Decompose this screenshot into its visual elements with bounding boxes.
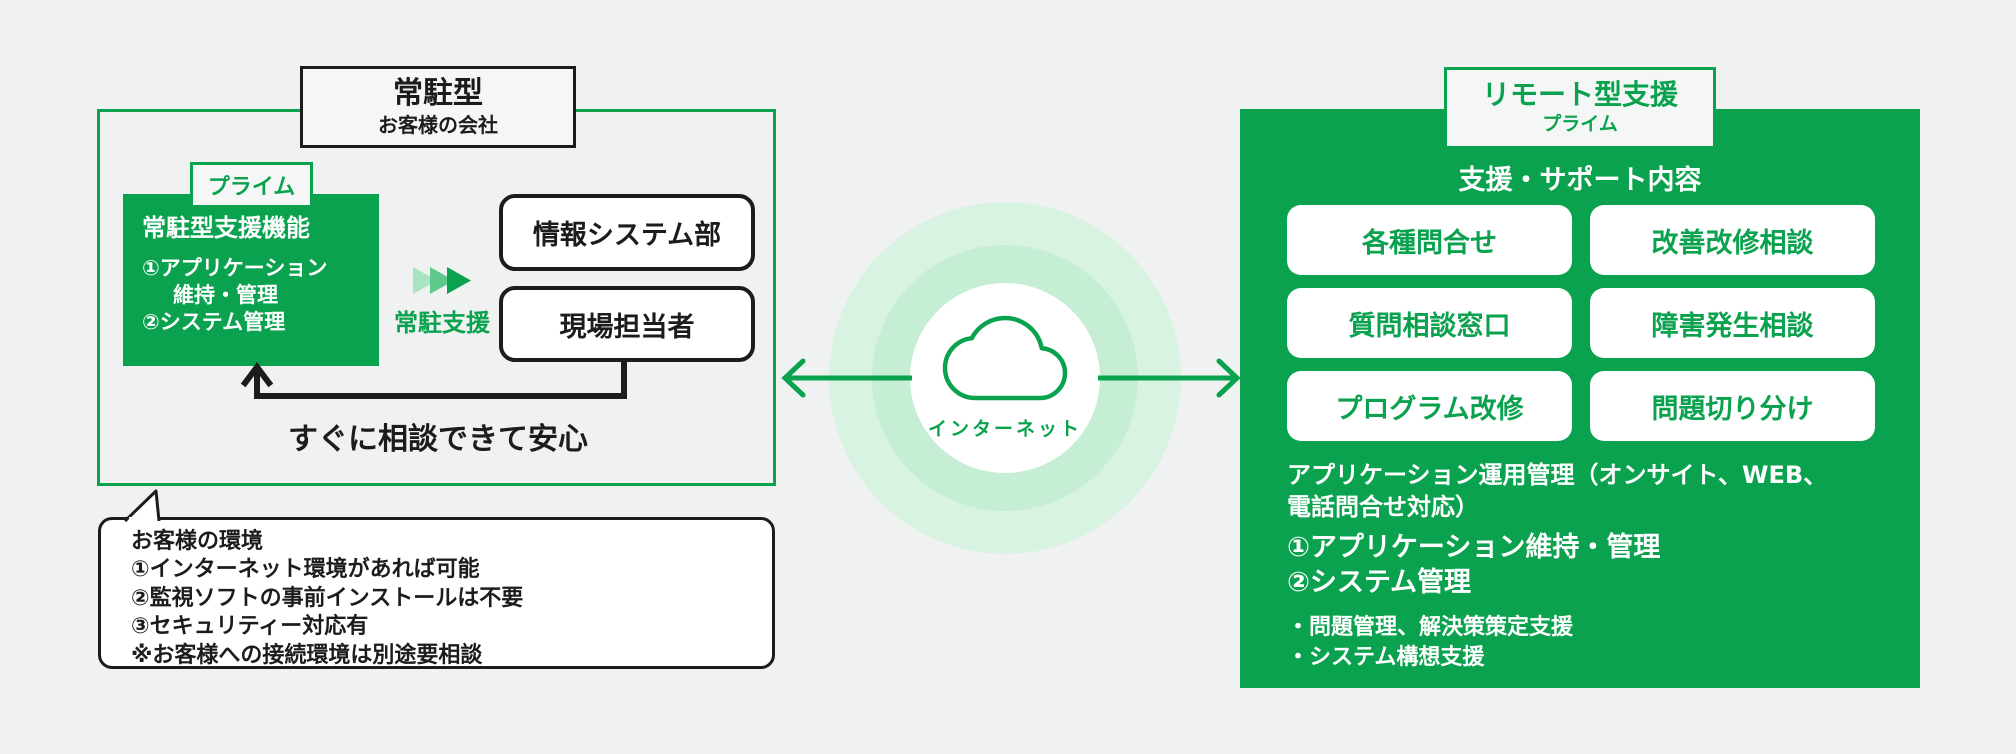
- remote-numbered-2: ②システム管理: [1287, 567, 1472, 598]
- support-item-improvement: 改善改修相談: [1590, 205, 1875, 275]
- feature-box-title: 常駐型支援機能: [142, 214, 310, 242]
- prime-tag: プライム: [190, 162, 313, 208]
- onsite-caption: すぐに相談できて安心: [288, 422, 588, 457]
- callout-line-3: ②監視ソフトの事前インストールは不要: [131, 585, 524, 611]
- remote-bullet-1: ・問題管理、解決策策定支援: [1287, 615, 1574, 640]
- field-staff-label: 現場担当者: [559, 311, 695, 343]
- remote-body-text: アプリケーション運用管理（オンサイト、WEB、 電話問合せ対応） ①アプリケーシ…: [1287, 459, 1887, 673]
- support-item-consult-desk: 質問相談窓口: [1287, 288, 1572, 358]
- remote-numbered-1: ①アプリケーション維持・管理: [1287, 532, 1661, 563]
- internet-label: インターネット: [927, 418, 1082, 440]
- support-item-failure: 障害発生相談: [1590, 288, 1875, 358]
- onsite-feature-box: 常駐型支援機能 ①アプリケーション 維持・管理 ②システム管理: [123, 194, 379, 366]
- onsite-title: 常駐型: [393, 76, 483, 111]
- support-item-triage: 問題切り分け: [1590, 371, 1875, 441]
- it-department-box: 情報システム部: [499, 194, 755, 271]
- field-staff-box: 現場担当者: [499, 286, 755, 362]
- remote-title: リモート型支援: [1481, 78, 1678, 111]
- onsite-subtitle: お客様の会社: [378, 113, 498, 137]
- prime-tag-label: プライム: [207, 175, 296, 200]
- remote-subtitle: プライム: [1542, 113, 1618, 135]
- feature-line-1: ①アプリケーション: [142, 256, 328, 280]
- remote-bullet-2: ・システム構想支援: [1287, 645, 1485, 670]
- callout-line-5: ※お客様への接続環境は別途要相談: [131, 642, 483, 668]
- callout-line-4: ③セキュリティー対応有: [131, 614, 369, 640]
- callout-line-2: ①インターネット環境があれば可能: [131, 557, 480, 583]
- ops-management-line-1: アプリケーション運用管理（オンサイト、WEB、: [1287, 461, 1828, 489]
- cloud-icon: [942, 315, 1068, 401]
- support-item-inquiries: 各種問合せ: [1287, 205, 1572, 275]
- onsite-support-label: 常駐支援: [394, 309, 490, 337]
- callout-line-1: お客様の環境: [131, 529, 264, 554]
- support-button-grid: 各種問合せ 改善改修相談 質問相談窓口 障害発生相談 プログラム改修 問題切り分…: [1287, 205, 1875, 441]
- remote-title-box: リモート型支援 プライム: [1444, 67, 1716, 149]
- feature-line-2: 維持・管理: [173, 283, 278, 307]
- feature-line-3: ②システム管理: [142, 310, 286, 334]
- customer-environment-callout: お客様の環境 ①インターネット環境があれば可能 ②監視ソフトの事前インストールは…: [98, 517, 775, 669]
- it-department-label: 情報システム部: [532, 220, 722, 251]
- ops-management-line-2: 電話問合せ対応）: [1287, 493, 1479, 521]
- support-item-program-fix: プログラム改修: [1287, 371, 1572, 441]
- internet-circle: インターネット: [910, 283, 1100, 473]
- support-content-heading: 支援・サポート内容: [1458, 165, 1702, 196]
- onsite-title-box: 常駐型 お客様の会社: [300, 66, 576, 148]
